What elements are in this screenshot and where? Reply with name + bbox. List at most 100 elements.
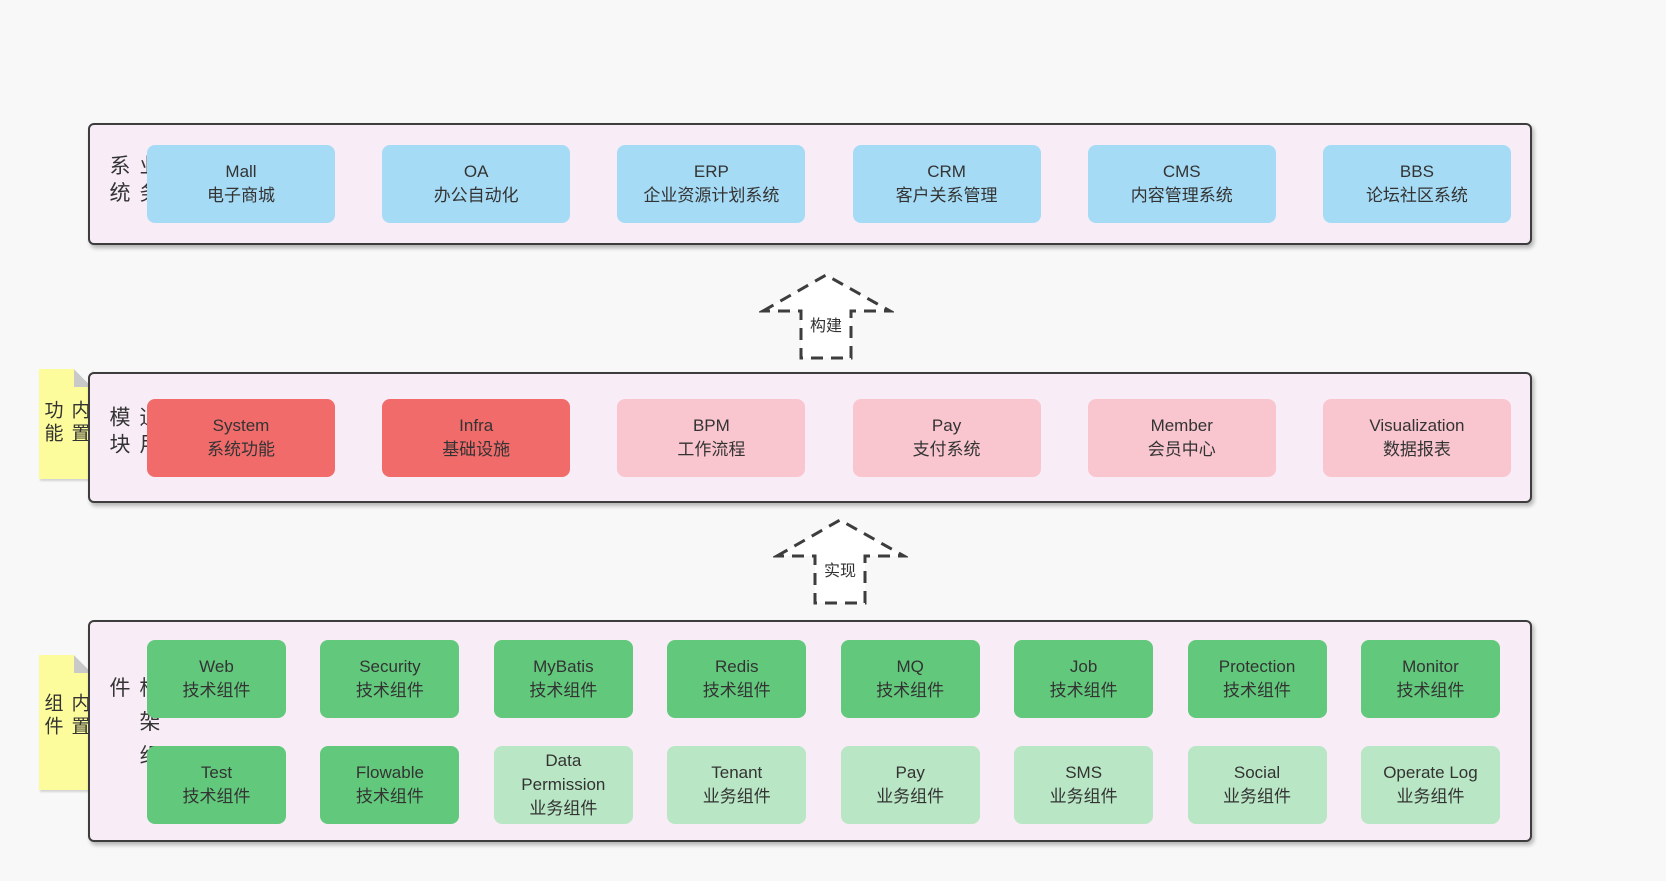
box-flowable: Flowable 技术组件 bbox=[320, 746, 460, 824]
box-subtitle: 企业资源计划系统 bbox=[643, 186, 780, 205]
box-title: BBS bbox=[1399, 162, 1434, 181]
box-oa: OA 办公自动化 bbox=[382, 145, 571, 223]
common-module-row: System 系统功能 Infra 基础设施 BPM 工作流程 Pay 支付系统… bbox=[147, 374, 1511, 501]
box-subtitle: 系统功能 bbox=[207, 439, 275, 459]
box-title: Social bbox=[1233, 763, 1281, 782]
box-cms: CMS 内容管理系统 bbox=[1087, 145, 1276, 223]
box-subtitle: 客户关系管理 bbox=[895, 186, 998, 205]
arrow-label-bg bbox=[805, 314, 847, 337]
box-erp: ERP 企业资源计划系统 bbox=[617, 145, 806, 223]
box-test: Test 技术组件 bbox=[147, 746, 286, 824]
box-tenant: Tenant 业务组件 bbox=[667, 746, 807, 824]
box-subtitle: 内容管理系统 bbox=[1130, 186, 1233, 205]
box-web: Web 技术组件 bbox=[147, 640, 286, 718]
box-bbs: BBS 论坛社区系统 bbox=[1322, 145, 1511, 223]
note-fold-corner bbox=[74, 369, 92, 387]
box-monitor: Monitor 技术组件 bbox=[1360, 640, 1500, 718]
box-title: Pay bbox=[895, 763, 925, 782]
box-subtitle: 数据报表 bbox=[1382, 439, 1451, 459]
box-subtitle: 业务组件 bbox=[529, 799, 598, 818]
box-subtitle: 业务组件 bbox=[876, 787, 945, 806]
box-subtitle: 技术组件 bbox=[529, 681, 598, 700]
box-protection: Protection 技术组件 bbox=[1187, 640, 1327, 718]
layer-common-modules: 通用模块 System 系统功能 Infra 基础设施 BPM 工作流程 Pay… bbox=[88, 372, 1532, 503]
box-title: Security bbox=[359, 657, 421, 676]
box-title: MyBatis bbox=[533, 657, 594, 676]
box-title: Redis bbox=[715, 657, 759, 676]
box-title: ERP bbox=[693, 162, 729, 181]
box-title: CRM bbox=[927, 162, 966, 181]
box-subtitle: 论坛社区系统 bbox=[1365, 186, 1468, 205]
box-subtitle: 技术组件 bbox=[876, 681, 945, 700]
box-title: Pay bbox=[931, 415, 962, 435]
box-title: Flowable bbox=[355, 763, 424, 782]
arrow-label-bg bbox=[819, 559, 861, 582]
box-subtitle: 技术组件 bbox=[355, 681, 424, 700]
box-subtitle: 业务组件 bbox=[702, 787, 771, 806]
box-sms: SMS 业务组件 bbox=[1014, 746, 1154, 824]
arrow-label: 实现 bbox=[824, 562, 856, 580]
box-title: Operate Log bbox=[1383, 763, 1478, 782]
box-title: Web bbox=[199, 657, 234, 676]
arrow-implement: 实现 bbox=[773, 518, 908, 605]
sticky-note-built-in-features: 内置功能 bbox=[39, 369, 92, 479]
box-system: System 系统功能 bbox=[147, 398, 335, 477]
framework-row-2: Test 技术组件 Flowable 技术组件 Data Permission … bbox=[147, 746, 1500, 824]
box-member: Member 会员中心 bbox=[1087, 398, 1276, 477]
box-infra: Infra 基础设施 bbox=[382, 398, 571, 477]
box-mq: MQ 技术组件 bbox=[840, 640, 980, 718]
box-subtitle: 技术组件 bbox=[182, 787, 251, 806]
note-fold-corner bbox=[74, 655, 92, 673]
box-title: Data Permission bbox=[521, 751, 606, 794]
box-title: MQ bbox=[896, 657, 924, 676]
box-subtitle: 电子商城 bbox=[207, 186, 275, 205]
layer-framework-components: 框架组件 Web 技术组件 Security 技术组件 MyBatis 技术组件… bbox=[88, 620, 1532, 842]
box-title: Visualization bbox=[1369, 415, 1465, 435]
box-title: System bbox=[212, 415, 270, 435]
box-bpm: BPM 工作流程 bbox=[617, 398, 806, 477]
box-security: Security 技术组件 bbox=[320, 640, 460, 718]
sticky-note-built-in-components: 内置组件 bbox=[39, 655, 92, 790]
business-box-row: Mall 电子商城 OA 办公自动化 ERP 企业资源计划系统 CRM 客户关系… bbox=[147, 125, 1511, 243]
box-title: Job bbox=[1069, 657, 1098, 676]
box-subtitle: 技术组件 bbox=[702, 681, 771, 700]
box-subtitle: 业务组件 bbox=[1396, 787, 1465, 806]
box-title: OA bbox=[463, 162, 489, 181]
box-subtitle: 技术组件 bbox=[355, 787, 424, 806]
box-visualization: Visualization 数据报表 bbox=[1322, 398, 1511, 477]
box-data-permission: Data Permission 业务组件 bbox=[493, 746, 633, 824]
note-label: 内置组件 bbox=[41, 692, 90, 739]
box-title: Protection bbox=[1218, 657, 1296, 676]
note-label: 内置功能 bbox=[41, 399, 90, 446]
box-title: Monitor bbox=[1402, 657, 1459, 676]
layer-business-systems: 业务系统 Mall 电子商城 OA 办公自动化 ERP 企业资源计划系统 CRM… bbox=[88, 123, 1532, 245]
box-social: Social 业务组件 bbox=[1187, 746, 1327, 824]
box-subtitle: 工作流程 bbox=[677, 439, 746, 459]
box-title: Test bbox=[200, 763, 233, 782]
arrow-build: 构建 bbox=[759, 273, 894, 360]
box-title: BPM bbox=[692, 415, 730, 435]
framework-row-1: Web 技术组件 Security 技术组件 MyBatis 技术组件 Redi… bbox=[147, 640, 1500, 718]
box-subtitle: 会员中心 bbox=[1147, 439, 1216, 459]
box-title: Infra bbox=[459, 415, 494, 435]
box-redis: Redis 技术组件 bbox=[667, 640, 807, 718]
box-subtitle: 技术组件 bbox=[1049, 681, 1118, 700]
box-subtitle: 技术组件 bbox=[182, 681, 251, 700]
framework-rows: Web 技术组件 Security 技术组件 MyBatis 技术组件 Redi… bbox=[147, 640, 1500, 824]
box-subtitle: 支付系统 bbox=[912, 439, 981, 459]
box-title: CMS bbox=[1162, 162, 1201, 181]
box-title: Tenant bbox=[711, 763, 763, 782]
box-subtitle: 办公自动化 bbox=[433, 186, 519, 205]
arrow-label: 构建 bbox=[810, 317, 842, 335]
box-pay-business: Pay 业务组件 bbox=[840, 746, 980, 824]
box-title: SMS bbox=[1065, 763, 1103, 782]
box-pay: Pay 支付系统 bbox=[852, 398, 1041, 477]
box-subtitle: 技术组件 bbox=[1223, 681, 1292, 700]
box-subtitle: 基础设施 bbox=[442, 439, 511, 459]
box-mybatis: MyBatis 技术组件 bbox=[493, 640, 633, 718]
box-crm: CRM 客户关系管理 bbox=[852, 145, 1041, 223]
box-operate-log: Operate Log 业务组件 bbox=[1360, 746, 1500, 824]
box-subtitle: 业务组件 bbox=[1223, 787, 1292, 806]
box-title: Mall bbox=[225, 162, 257, 181]
